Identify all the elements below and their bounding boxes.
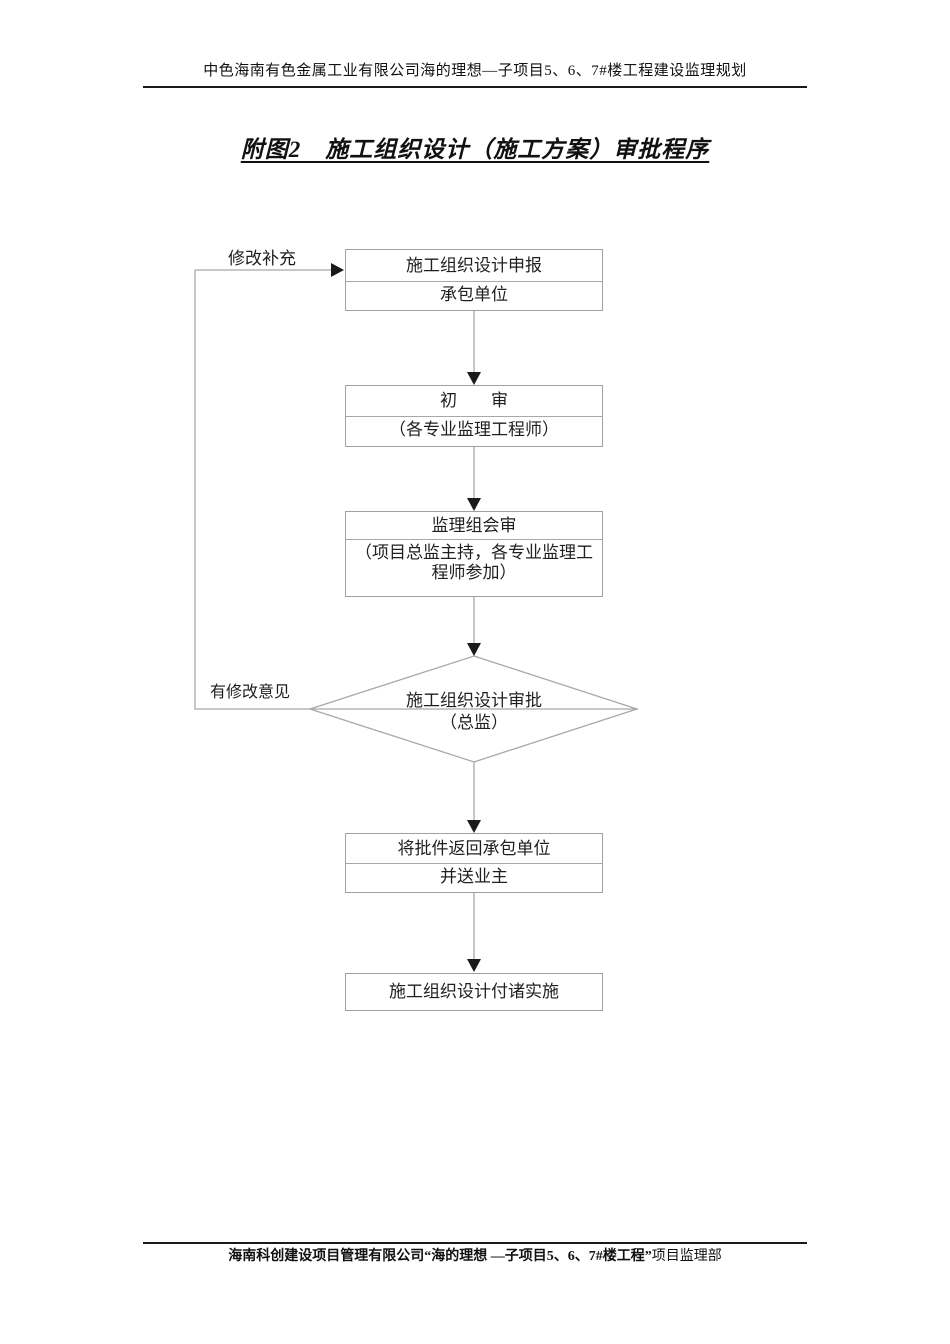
- flow-box-implement-line1: 施工组织设计付诸实施: [389, 982, 559, 1001]
- flow-box-initial-review: 初 审 （各专业监理工程师）: [345, 385, 603, 447]
- feedback-path: [194, 269, 331, 710]
- arrow-right-icon: [331, 263, 344, 277]
- flow-box-implement: 施工组织设计付诸实施: [345, 973, 603, 1011]
- flow-box-return-line2: 并送业主: [346, 863, 602, 892]
- flow-box-apply-line1: 施工组织设计申报: [406, 255, 542, 275]
- arrow-down-icon: [467, 643, 481, 656]
- decision-text-line2: （总监）: [440, 713, 508, 732]
- flow-box-group-review-line1: 监理组会审: [431, 515, 517, 535]
- feedback-label-modify: 修改补充: [228, 249, 296, 268]
- footer-department: 项目监理部: [651, 1249, 722, 1264]
- arrow-down-icon: [467, 959, 481, 972]
- flow-box-return-line1: 将批件返回承包单位: [397, 838, 551, 858]
- feedback-label-has-comments: 有修改意见: [210, 684, 291, 701]
- flow-box-return: 将批件返回承包单位 并送业主: [345, 833, 603, 893]
- decision-text: 施工组织设计审批 （总监）: [345, 690, 603, 734]
- flow-box-apply-line2: 承包单位: [346, 281, 602, 310]
- flow-box-initial-review-line1: 初 审: [440, 391, 508, 410]
- header-rule: [143, 86, 807, 88]
- arrow-down-icon: [467, 498, 481, 511]
- flow-box-initial-review-line2: （各专业监理工程师）: [346, 416, 602, 446]
- footer-rule: [143, 1242, 807, 1244]
- footer-text: 海南科创建设项目管理有限公司“海的理想 —子项目5、6、7#楼工程”项目监理部: [0, 1248, 950, 1266]
- decision-text-line1: 施工组织设计审批: [406, 691, 542, 710]
- header-text: 中色海南有色金属工业有限公司海的理想—子项目5、6、7#楼工程建设监理规划: [203, 63, 747, 79]
- page-title: 附图2 施工组织设计（施工方案）审批程序: [240, 137, 710, 162]
- flow-box-group-review: 监理组会审 （项目总监主持，各专业监理工程师参加）: [345, 511, 603, 597]
- flow-box-group-review-line2: （项目总监主持，各专业监理工程师参加）: [346, 539, 602, 596]
- flow-box-apply: 施工组织设计申报 承包单位: [345, 249, 603, 311]
- arrow-down-icon: [467, 820, 481, 833]
- arrow-down-icon: [467, 372, 481, 385]
- footer-company: 海南科创建设项目管理有限公司“海的理想 —子项目5、6、7#楼工程”: [228, 1249, 652, 1264]
